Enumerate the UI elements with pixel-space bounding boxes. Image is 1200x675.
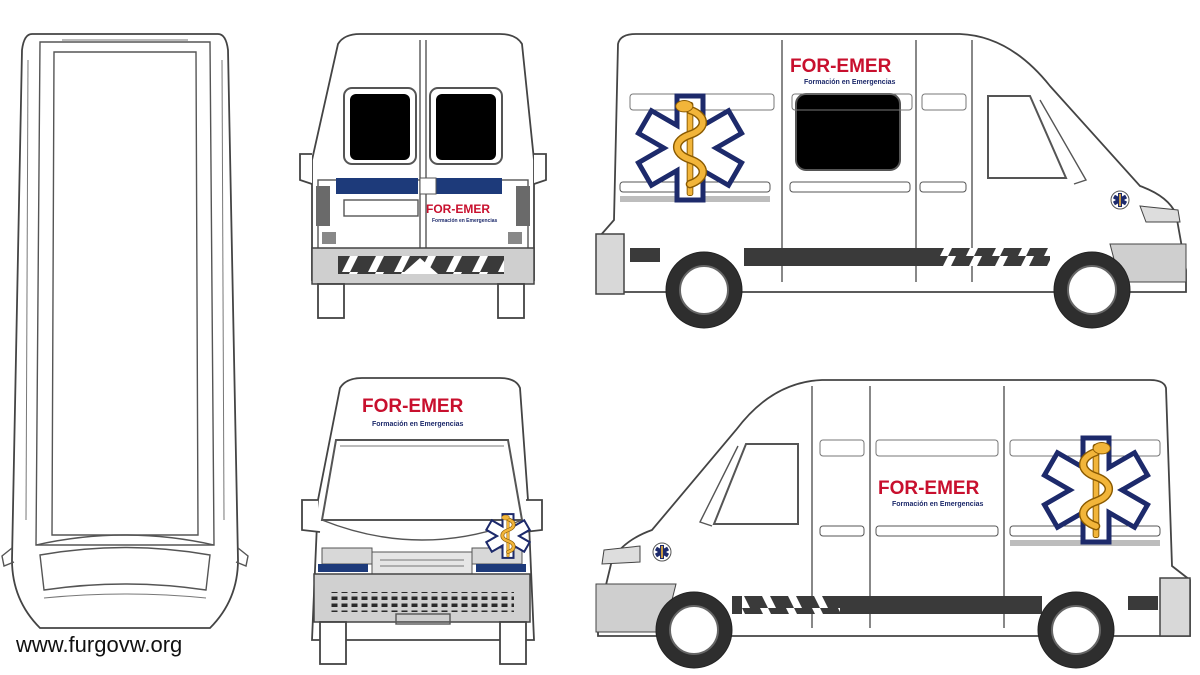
right-brand-name: FOR-EMER	[878, 478, 980, 499]
left-side-view: FOR-EMER Formación en Emergencias	[595, 33, 1187, 329]
right-side-view: FOR-EMER Formación en Emergencias	[595, 379, 1191, 669]
left-brand-name: FOR-EMER	[790, 56, 892, 77]
front-brand-name: FOR-EMER	[362, 396, 464, 417]
left-brand-tagline: Formación en Emergencias	[804, 79, 896, 86]
rear-brand-tagline: Formación en Emergencias	[432, 218, 498, 224]
rear-brand-name: FOR-EMER	[426, 202, 490, 216]
top-view	[1, 33, 249, 629]
right-brand-tagline: Formación en Emergencias	[892, 501, 984, 508]
front-brand-tagline: Formación en Emergencias	[372, 421, 464, 428]
front-view: FOR-EMER Formación en Emergencias	[301, 377, 543, 665]
watermark: www.furgovw.org	[15, 632, 182, 657]
rear-view: FOR-EMER Formación en Emergencias	[299, 33, 547, 319]
